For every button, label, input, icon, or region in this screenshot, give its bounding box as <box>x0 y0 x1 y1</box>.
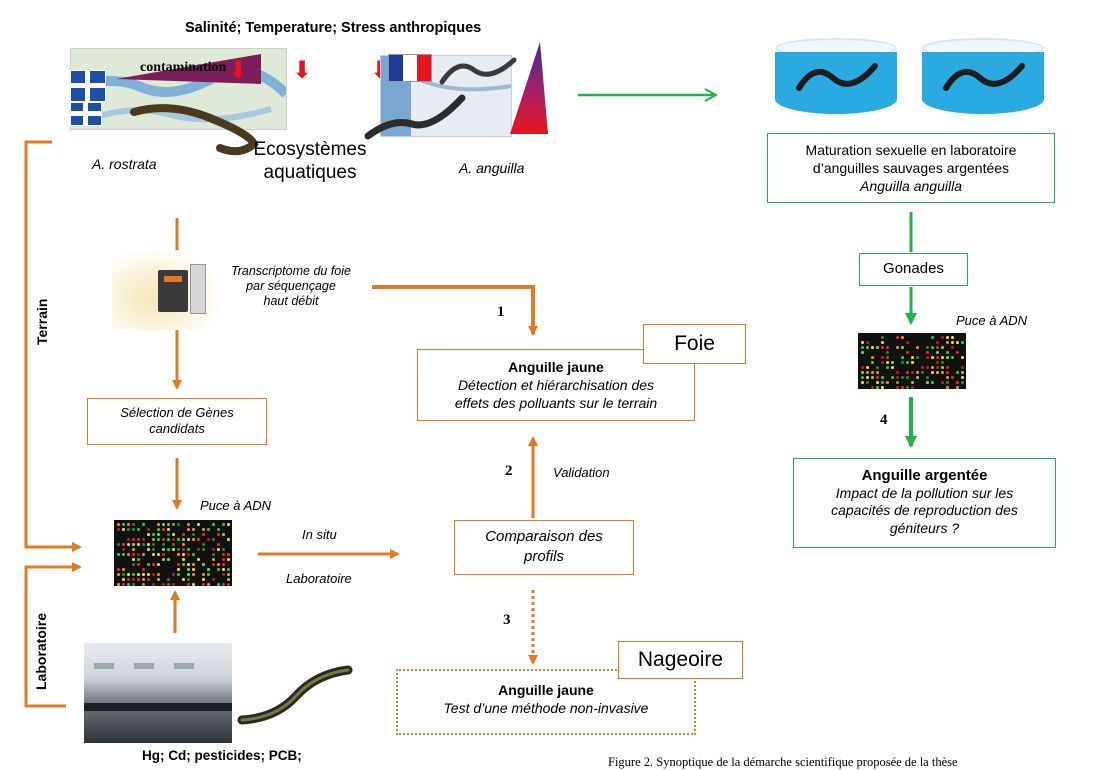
ecosystem-label-line1: Ecosystèmes <box>253 139 367 160</box>
sequencer-image <box>112 250 220 330</box>
argentee-result-box: Anguille argentée Impact de la pollution… <box>793 458 1056 548</box>
step-1-number: 1 <box>497 304 505 320</box>
argentee-line1: Impact de la pollution sur les <box>835 484 1014 501</box>
contamination-label: contamination <box>140 60 227 75</box>
quebec-flag-icon <box>70 102 102 126</box>
aquarium-image <box>775 38 897 118</box>
laboratoire-flow-label: Laboratoire <box>286 571 352 586</box>
microarray-right-label: Puce à ADN <box>956 313 1028 328</box>
transcriptome-to-foie-arrow <box>372 285 538 336</box>
comparaison-line1: Comparaison des <box>485 528 603 545</box>
microarray-left-label: Puce à ADN <box>200 498 272 513</box>
comparaison-box: Comparaison des profils <box>454 520 634 575</box>
terrain-label: Terrain <box>34 298 50 345</box>
stressors-heading: Salinité; Temperature; Stress anthropiqu… <box>185 20 482 36</box>
step-2-number: 2 <box>505 463 513 479</box>
nageoire-result-box: Anguille jaune Test d’une méthode non-in… <box>396 669 696 735</box>
foie-box-line2: effets des polluants sur le terrain <box>454 395 658 411</box>
ecosystem-label: Ecosystèmes aquatiques <box>240 138 380 184</box>
species-right-label: A. anguilla <box>459 160 525 176</box>
comparaison-line2: profils <box>523 548 564 565</box>
france-flag-icon <box>388 54 432 82</box>
transcriptome-line1: Transcriptome du foie <box>231 264 351 278</box>
nageoire-tag: Nageoire <box>618 641 743 679</box>
foie-result-box: Anguille jaune Détection et hiérarchisat… <box>417 349 695 421</box>
maturation-line1: Maturation sexuelle en laboratoire <box>805 142 1017 158</box>
foie-box-title: Anguille jaune <box>508 359 604 375</box>
selection-line2: candidats <box>149 421 205 436</box>
red-down-arrow-icon: ⬇ <box>228 57 249 84</box>
transcriptome-line2: par séquençage <box>246 279 336 293</box>
quebec-map-image <box>70 48 287 130</box>
foie-box-line1: Détection et hiérarchisation des <box>457 377 655 393</box>
contamination-gradient-icon <box>510 42 548 134</box>
gonades-box: Gonades <box>859 253 968 286</box>
eel-image <box>439 57 517 85</box>
transcriptome-text: Transcriptome du foie par séquençage hau… <box>216 264 366 309</box>
lab-pollutants-label: Hg; Cd; pesticides; PCB; <box>142 748 302 763</box>
eel-image <box>364 94 466 140</box>
lab-tanks-image <box>84 643 232 743</box>
selection-genes-box: Sélection de Gènes candidats <box>87 398 267 445</box>
step-4-number: 4 <box>880 412 888 428</box>
eel-image <box>237 665 353 725</box>
in-situ-label: In situ <box>302 527 337 542</box>
ecosystem-label-line2: aquatiques <box>263 162 357 183</box>
red-down-arrow-icon: ⬇ <box>292 57 313 84</box>
argentee-box-title: Anguille argentée <box>861 467 988 484</box>
foie-tag: Foie <box>643 324 746 364</box>
maturation-line2: d’anguilles sauvages argentées <box>812 160 1010 176</box>
nageoire-box-title: Anguille jaune <box>498 682 594 698</box>
selection-line1: Sélection de Gènes <box>120 405 234 420</box>
step-3-number: 3 <box>503 612 511 628</box>
nageoire-box-line1: Test d’une méthode non-invasive <box>443 700 649 716</box>
maturation-line3: Anguilla anguilla <box>860 178 962 194</box>
maturation-box: Maturation sexuelle en laboratoire d’ang… <box>767 133 1055 203</box>
terrain-bracket <box>24 140 82 552</box>
argentee-line2: capacités de reproduction des <box>831 502 1018 518</box>
laboratoire-label: Laboratoire <box>33 612 49 690</box>
argentee-line3: géniteurs ? <box>889 519 960 536</box>
eel-image <box>130 104 259 156</box>
quebec-flag-icon <box>70 70 106 102</box>
species-left-label: A. rostrata <box>92 156 157 172</box>
aquarium-image <box>922 38 1044 118</box>
validation-label: Validation <box>553 465 610 480</box>
microarray-right-image <box>858 333 966 389</box>
laboratoire-bracket <box>24 562 82 708</box>
microarray-left-image <box>114 520 232 586</box>
figure-caption: Figure 2. Synoptique de la démarche scie… <box>608 755 958 769</box>
transcriptome-line3: haut débit <box>263 294 319 308</box>
